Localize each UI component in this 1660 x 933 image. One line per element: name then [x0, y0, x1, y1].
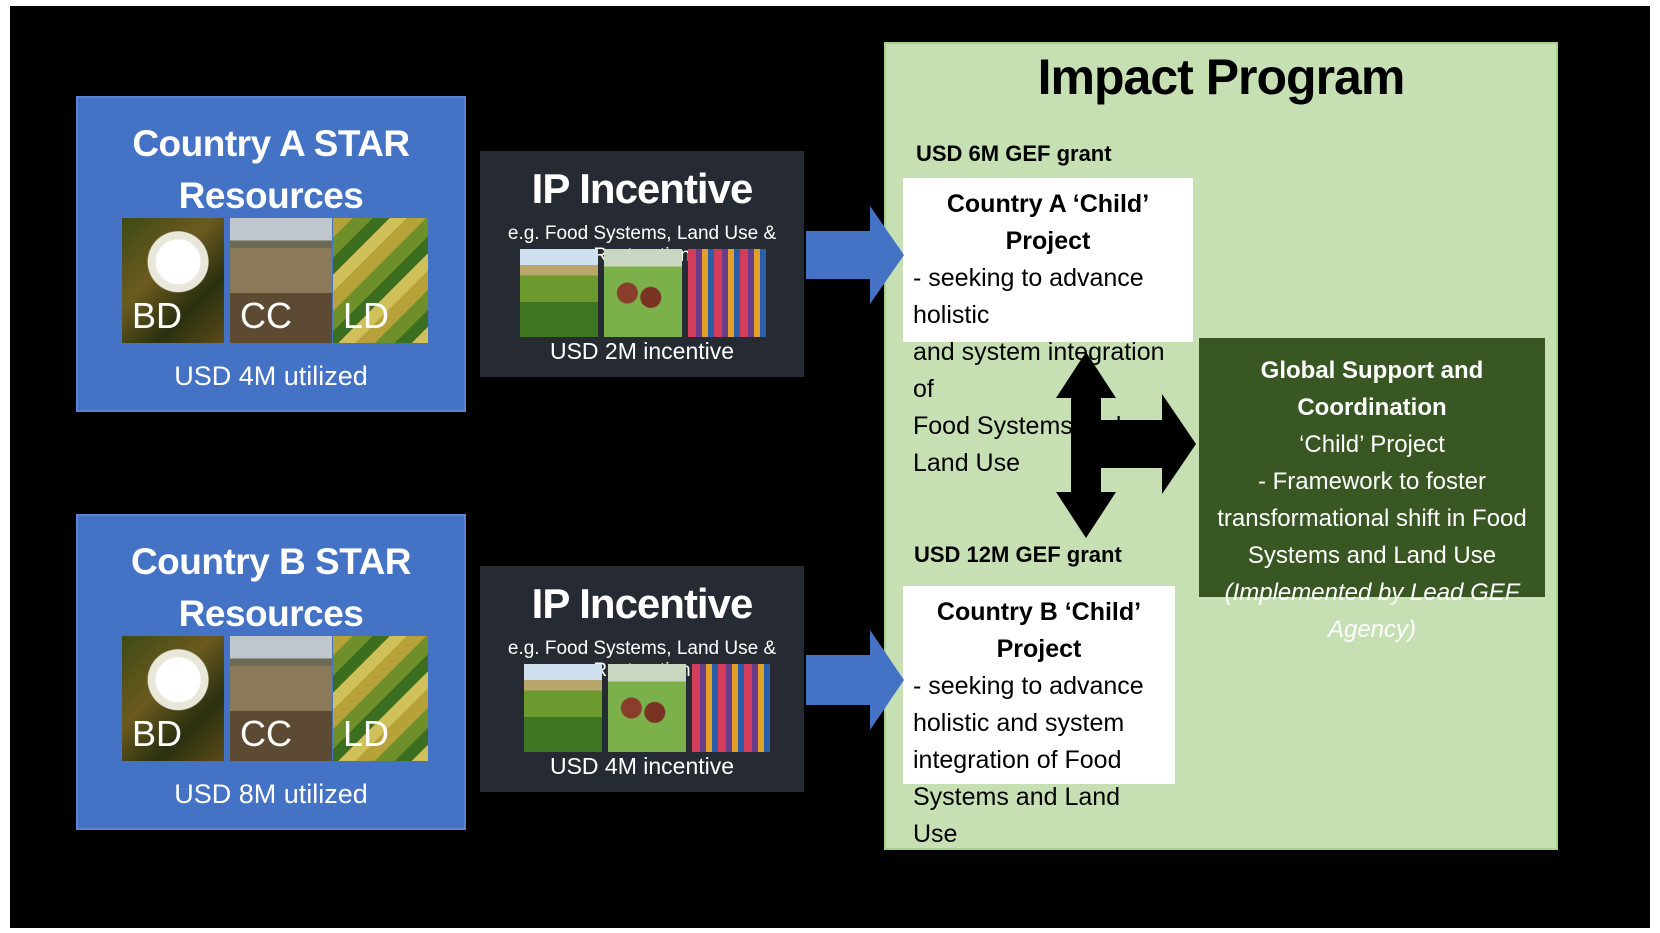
- ip-incentive-a-box: IP Incentive e.g. Food Systems, Land Use…: [480, 151, 804, 377]
- farm-workers-photo: [604, 249, 682, 337]
- country-a-star-box: Country A STAR Resources BD CC LD USD 4M…: [76, 96, 466, 412]
- child-a-line: and system integration of: [913, 338, 1165, 403]
- ld-label: LD: [343, 295, 390, 336]
- double-arrow-children: [1056, 352, 1116, 538]
- country-a-title-line2: Resources: [178, 175, 364, 216]
- market-produce-photo: [688, 249, 766, 337]
- country-b-utilized: USD 8M utilized: [174, 779, 368, 809]
- ip-incentive-b-box: IP Incentive e.g. Food Systems, Land Use…: [480, 566, 804, 792]
- impact-program-title: Impact Program: [1037, 49, 1406, 105]
- country-a-utilized: USD 4M utilized: [174, 361, 368, 391]
- land-degradation-photo: LD: [333, 218, 428, 343]
- grant-b-label: USD 12M GEF grant: [914, 542, 1122, 567]
- bd-label: BD: [132, 295, 183, 336]
- country-b-title-line1: Country B STAR: [130, 541, 412, 582]
- arrow-to-global-support: [1100, 394, 1196, 494]
- child-a-title: Country A ‘Child’ Project: [946, 190, 1150, 255]
- global-support-line: transformational shift in Food: [1217, 505, 1527, 532]
- cc-label: CC: [240, 713, 292, 754]
- land-degradation-photo: LD: [333, 636, 428, 761]
- farm-workers-photo: [608, 664, 686, 752]
- country-a-title-line1: Country A STAR: [132, 123, 410, 164]
- child-b-title: Country B ‘Child’ Project: [936, 598, 1142, 663]
- child-b-line: Systems and Land Use: [913, 783, 1121, 848]
- biodiversity-photo: BD: [122, 218, 224, 343]
- country-a-title: Country A STAR Resources: [78, 118, 464, 222]
- farm-field-photo: [520, 249, 598, 337]
- climate-change-photo: CC: [230, 636, 332, 761]
- country-b-star-box: Country B STAR Resources BD CC LD USD 8M…: [76, 514, 466, 830]
- bd-label: BD: [132, 713, 183, 754]
- ld-label: LD: [343, 713, 390, 754]
- climate-change-photo: CC: [230, 218, 332, 343]
- global-support-line: Systems and Land Use: [1247, 542, 1497, 569]
- child-b-line: holistic and system: [913, 709, 1125, 737]
- farm-field-photo: [524, 664, 602, 752]
- global-support-box: Global Support and Coordination ‘Child’ …: [1199, 338, 1545, 643]
- child-b-line: - seeking to advance: [913, 672, 1144, 700]
- ip-incentive-a-title: IP Incentive: [531, 165, 754, 212]
- global-support-line: ‘Child’ Project: [1299, 431, 1445, 458]
- arrow-ip-b-to-child-b: [806, 630, 904, 730]
- ip-incentive-a-amount: USD 2M incentive: [549, 338, 735, 364]
- ip-incentive-b-title: IP Incentive: [531, 580, 754, 627]
- child-b-line: integration of Food: [913, 746, 1122, 774]
- child-a-line: - seeking to advance holistic: [913, 264, 1144, 329]
- country-b-title-line2: Resources: [178, 593, 364, 634]
- market-produce-photo: [692, 664, 770, 752]
- grant-a-label: USD 6M GEF grant: [916, 141, 1112, 166]
- ip-incentive-b-amount: USD 4M incentive: [549, 753, 735, 779]
- country-b-child-project: Country B ‘Child’ Project - seeking to a…: [903, 586, 1175, 848]
- cc-label: CC: [240, 295, 292, 336]
- global-support-title: Global Support and Coordination: [1260, 357, 1484, 421]
- global-support-line: - Framework to foster: [1257, 468, 1487, 495]
- global-support-implemented: (Implemented by Lead GEF Agency): [1224, 579, 1520, 643]
- biodiversity-photo: BD: [122, 636, 224, 761]
- arrow-ip-a-to-child-a: [806, 206, 904, 304]
- country-b-title: Country B STAR Resources: [78, 536, 464, 640]
